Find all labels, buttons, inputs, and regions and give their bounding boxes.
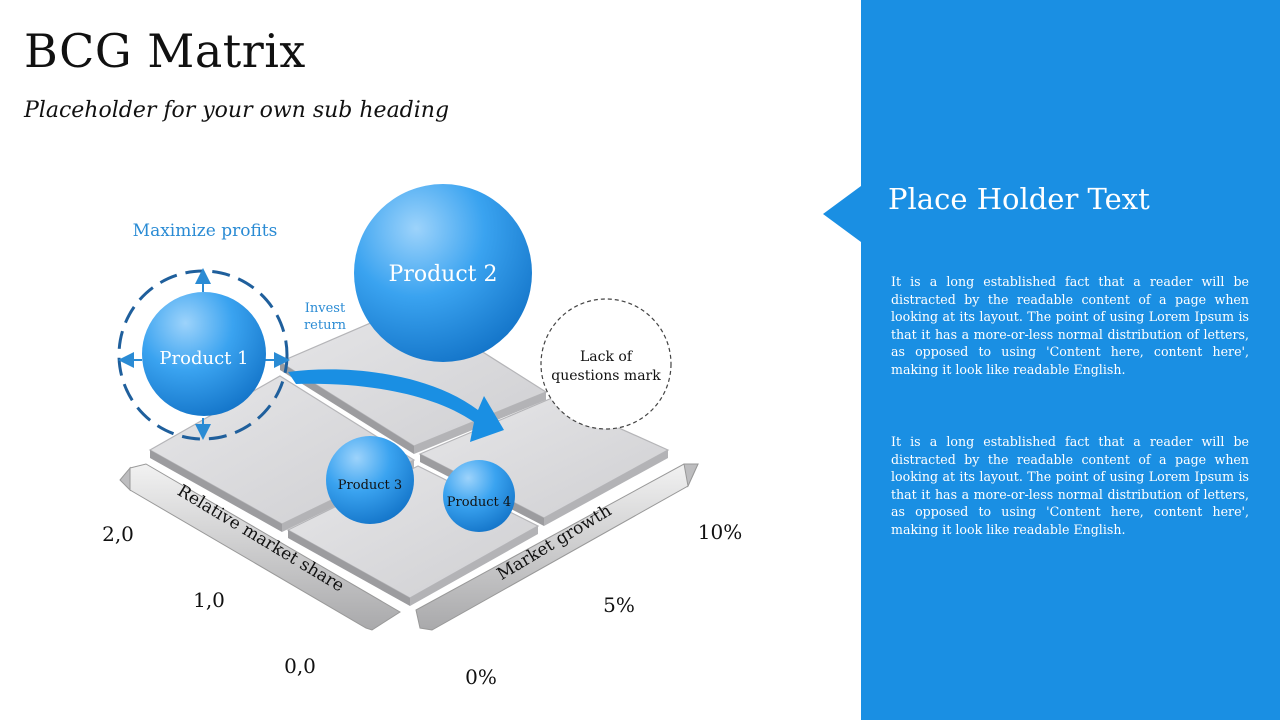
product-2-circle bbox=[354, 184, 532, 362]
product-1-label: Product 1 bbox=[159, 348, 248, 369]
question-mark-circle bbox=[540, 298, 672, 430]
product-3-label: Product 3 bbox=[338, 478, 402, 493]
panel-title: Place Holder Text bbox=[888, 182, 1150, 216]
page-subtitle: Placeholder for your own sub heading bbox=[24, 98, 450, 123]
bcg-diagram: Product 1 Product 2 Product 3 Product 4 … bbox=[102, 184, 742, 689]
product-2-label: Product 2 bbox=[389, 262, 498, 287]
left-tick-0-0: 0,0 bbox=[284, 654, 316, 678]
right-tick-0: 0% bbox=[465, 665, 497, 689]
invest-label-line1: Invest bbox=[305, 301, 346, 316]
invest-label-line2: return bbox=[304, 318, 347, 333]
panel-paragraph-1: It is a long established fact that a rea… bbox=[891, 274, 1249, 377]
panel-paragraph-2: It is a long established fact that a rea… bbox=[891, 434, 1249, 537]
panel-pointer-arrow bbox=[823, 186, 861, 242]
product-1-circle bbox=[142, 292, 266, 416]
left-tick-1-0: 1,0 bbox=[193, 588, 225, 612]
info-panel bbox=[861, 0, 1280, 720]
product-3-circle bbox=[326, 436, 414, 524]
axis-bar-left bbox=[119, 463, 401, 631]
direction-arrows bbox=[118, 268, 290, 440]
axis-bar-right bbox=[415, 463, 699, 631]
invest-arrow bbox=[288, 369, 504, 442]
right-tick-5: 5% bbox=[603, 593, 635, 617]
product-4-label: Product 4 bbox=[447, 495, 511, 510]
maximize-profits-label: Maximize profits bbox=[133, 221, 278, 241]
left-tick-2-0: 2,0 bbox=[102, 522, 134, 546]
product-4-circle bbox=[443, 460, 515, 532]
right-tick-10: 10% bbox=[698, 520, 742, 544]
question-label-line1: Lack of bbox=[580, 349, 634, 365]
page-title: BCG Matrix bbox=[24, 24, 306, 78]
question-label-line2: questions mark bbox=[551, 368, 661, 384]
